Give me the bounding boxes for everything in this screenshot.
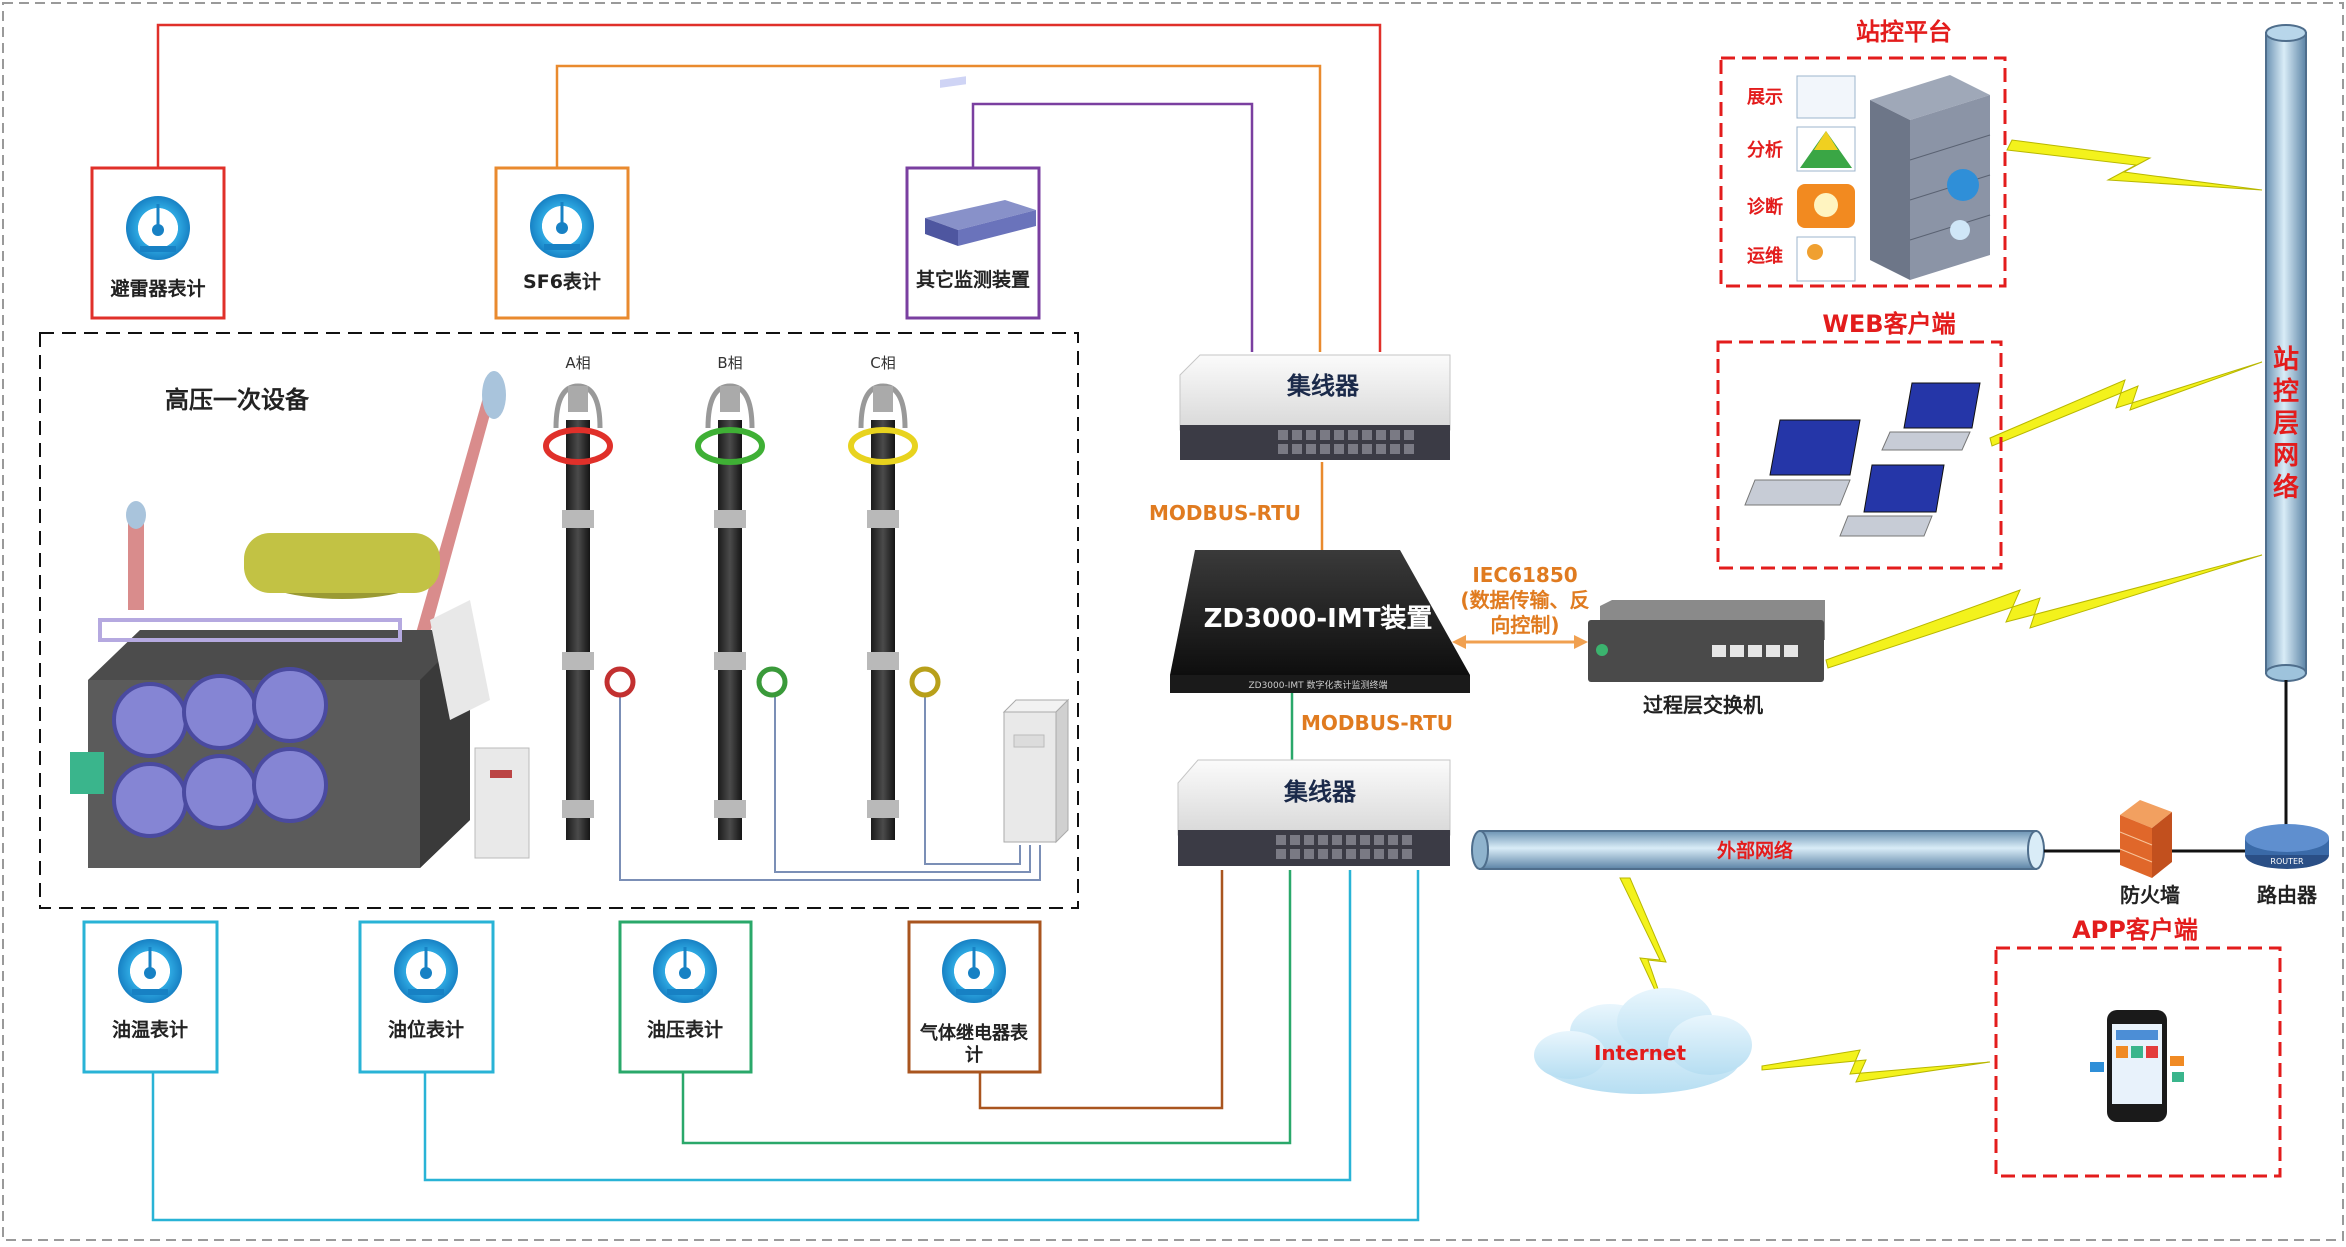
hub-top: 集线器 — [1179, 354, 1451, 460]
arrester-phase-a — [543, 383, 636, 840]
station-platform-menu: 展示 分析 诊断 运维 — [1747, 75, 1856, 282]
other-monitor-box: 其它监测装置 — [905, 76, 1041, 320]
station-network-pipe: 站 控 层 网 络 — [2265, 24, 2307, 682]
sf6-meter-box: SF6表计 — [494, 166, 630, 320]
lightning-switch — [1825, 554, 2263, 669]
sf6-label: SF6表计 — [523, 270, 601, 293]
modbus-top-label: MODBUS-RTU — [1149, 501, 1301, 525]
external-network-pipe: 外部网络 — [1471, 830, 2045, 870]
web-client-frame — [1716, 340, 2003, 570]
gauge-line-c — [924, 688, 1021, 865]
gauge-icon — [653, 939, 717, 1003]
oil-temp-line — [151, 870, 1420, 1222]
laptop-icon — [1744, 419, 1861, 506]
station-network-char4: 网 — [2273, 441, 2299, 471]
maintenance-icon — [1796, 236, 1856, 282]
iec-arrow-left — [1452, 635, 1466, 649]
hv-equipment-frame — [39, 332, 1079, 909]
smartphone-icon — [2090, 1010, 2184, 1122]
external-network-label: 外部网络 — [1717, 839, 1793, 862]
station-platform-frame — [1719, 56, 2007, 288]
device-label: ZD3000-IMT装置 — [1204, 604, 1433, 634]
iec-line2: (数据传输、反 — [1460, 588, 1589, 612]
hv-equipment-label: 高压一次设备 — [165, 386, 310, 414]
iec-arrow-right — [1574, 635, 1588, 649]
phase-b-label: B相 — [717, 354, 742, 372]
router-icon: ROUTER — [2245, 824, 2329, 869]
gas-relay-label-line2: 计 — [965, 1044, 983, 1066]
arrester-phase-b — [695, 383, 788, 840]
transformer-image — [70, 371, 530, 868]
gauge-icon — [394, 939, 458, 1003]
menu-maintenance: 运维 — [1747, 245, 1783, 267]
hub-bottom: 集线器 — [1177, 759, 1451, 866]
gauge-icon — [126, 196, 190, 260]
menu-analysis: 分析 — [1747, 139, 1783, 161]
firewall-icon — [2119, 800, 2172, 878]
gauge-line-a — [619, 688, 1041, 881]
lightning-app — [1761, 1049, 1991, 1083]
gauge-icon — [942, 939, 1006, 1003]
gauge-icon — [118, 939, 182, 1003]
station-network-char3: 层 — [2273, 409, 2299, 439]
gauge-line-b — [774, 688, 1031, 873]
server-rack-icon — [1870, 75, 1991, 280]
station-platform-title: 站控平台 — [1856, 18, 1952, 46]
menu-display: 展示 — [1747, 87, 1783, 108]
iec-line3: 向控制) — [1490, 613, 1559, 637]
other-monitor-line — [971, 102, 1254, 352]
laptop-icon — [1839, 464, 1945, 537]
arrester-phase-c — [848, 383, 941, 840]
gauge-icon — [530, 194, 594, 258]
modbus-bottom-label: MODBUS-RTU — [1301, 711, 1453, 735]
iec-line1: IEC61850 — [1472, 563, 1577, 587]
web-client-title: WEB客户端 — [1822, 310, 1955, 338]
gas-relay-label-line1: 气体继电器表 — [919, 1022, 1029, 1044]
phase-a-label: A相 — [565, 354, 590, 372]
station-network-char1: 站 — [2273, 345, 2299, 375]
other-monitor-label: 其它监测装置 — [916, 268, 1030, 291]
internet-cloud: Internet — [1534, 988, 1752, 1094]
lightning-platform — [2006, 139, 2263, 191]
oil-temp-meter-box: 油温表计 — [82, 920, 219, 1074]
gas-relay-meter-box: 气体继电器表 计 — [907, 920, 1042, 1074]
firewall-label: 防火墙 — [2120, 883, 2180, 907]
phase-c-label: C相 — [870, 354, 895, 372]
menu-diagnosis: 诊断 — [1747, 196, 1783, 218]
oil-pressure-line — [681, 870, 1292, 1145]
chart-icon — [1796, 75, 1856, 119]
oil-pressure-label: 油压表计 — [647, 1018, 723, 1041]
gas-relay-line — [978, 870, 1224, 1110]
internet-label: Internet — [1594, 1041, 1686, 1065]
oil-pressure-meter-box: 油压表计 — [618, 920, 753, 1074]
oil-level-line — [423, 870, 1352, 1182]
device-small-label: ZD3000-IMT 数字化表计监测终端 — [1248, 679, 1387, 691]
station-network-char5: 络 — [2273, 472, 2299, 503]
lightning-web — [1989, 361, 2263, 447]
station-network-char2: 控 — [2273, 377, 2299, 407]
app-client-title: APP客户端 — [2072, 916, 2198, 944]
oil-temp-label: 油温表计 — [112, 1018, 188, 1041]
arrester-label: 避雷器表计 — [110, 277, 205, 300]
hub-bottom-label: 集线器 — [1283, 778, 1357, 806]
router-small-label: ROUTER — [2270, 857, 2304, 866]
monitor-device-icon — [925, 76, 1036, 246]
router-label: 路由器 — [2257, 883, 2318, 907]
zd3000-device: ZD3000-IMT装置 ZD3000-IMT 数字化表计监测终端 — [1170, 550, 1470, 693]
sf6-line — [555, 64, 1322, 352]
laptop-icon — [1881, 382, 1981, 451]
app-client-frame — [1994, 946, 2282, 1178]
process-switch: 过程层交换机 — [1588, 600, 1825, 717]
arrester-meter-box: 避雷器表计 — [90, 166, 226, 320]
oil-level-meter-box: 油位表计 — [358, 920, 495, 1074]
oil-level-label: 油位表计 — [388, 1018, 464, 1041]
process-switch-label: 过程层交换机 — [1643, 693, 1763, 717]
arrester-line — [156, 23, 1382, 352]
hub-top-label: 集线器 — [1286, 372, 1360, 400]
monitor-cabinet — [1002, 698, 1070, 844]
